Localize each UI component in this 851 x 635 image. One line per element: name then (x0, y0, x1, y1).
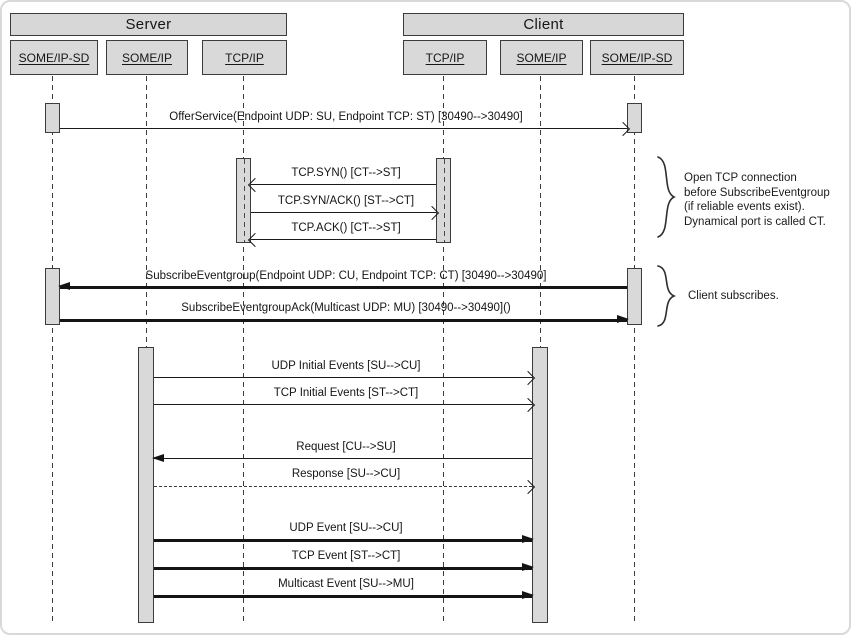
lifeline-head-client-tcp-ip: TCP/IP (403, 40, 487, 75)
note-line: before SubscribeEventgroup (684, 186, 830, 199)
lifeline-head-client-some-ip-sd: SOME/IP-SD (590, 40, 684, 75)
message-arrow-udp-event (154, 535, 534, 543)
activation-events-server (138, 347, 154, 623)
lifeline-head-label: TCP/IP (425, 50, 465, 65)
message-arrow-tcp-ack (247, 232, 436, 248)
message-arrow-request (152, 454, 532, 462)
note-client-subscribes: Client subscribes. (688, 289, 779, 304)
message-arrow-tcp-initial-events (154, 397, 536, 413)
activation-subscribe-server (45, 268, 60, 325)
message-arrow-multicast-event (154, 591, 534, 599)
curly-brace-icon (657, 265, 677, 327)
note-line: Open TCP connection (684, 172, 797, 184)
client-header: Client (403, 13, 684, 36)
client-title: Client (523, 16, 564, 33)
message-label-subscribe-eventgroup-ack: SubscribeEventgroupAck(Multicast UDP: MU… (181, 302, 511, 314)
activation-offer-client (627, 103, 642, 133)
message-arrow-tcp-event (154, 563, 534, 571)
lifeline-dash-overlay (243, 159, 245, 242)
message-label-offer-service: OfferService(Endpoint UDP: SU, Endpoint … (169, 111, 523, 123)
curly-brace-icon (657, 156, 676, 238)
message-arrow-subscribe-eventgroup (58, 282, 627, 290)
message-label-tcp-event: TCP Event [ST-->CT] (291, 550, 401, 562)
activation-tcp-client (436, 158, 451, 243)
lifeline-server-some-ip-sd (52, 76, 53, 625)
lifeline-head-label: TCP/IP (225, 50, 264, 65)
note-tcp-connection: Open TCP connection before SubscribeEven… (684, 171, 830, 229)
message-arrow-offer-service (60, 121, 631, 137)
lifeline-head-client-some-ip: SOME/IP (500, 40, 583, 75)
lifeline-head-label: SOME/IP-SD (601, 50, 673, 65)
arrowhead-filled-right-icon (522, 535, 534, 543)
lifeline-head-label: SOME/IP (516, 50, 567, 65)
server-title: Server (125, 16, 172, 33)
server-header: Server (10, 13, 287, 36)
message-label-multicast-event: Multicast Event [SU-->MU] (278, 578, 414, 590)
note-line: (if reliable events exist). (684, 201, 805, 213)
lifeline-head-server-tcp-ip: TCP/IP (202, 40, 287, 75)
lifeline-head-server-some-ip: SOME/IP (106, 40, 188, 75)
message-label-response: Response [SU-->CU] (291, 468, 401, 480)
message-label-udp-initial-events: UDP Initial Events [SU-->CU] (271, 360, 421, 372)
activation-offer-server (45, 103, 60, 133)
arrowhead-filled-right-icon (522, 591, 534, 599)
lifeline-client-tcp-ip (443, 76, 444, 625)
arrowhead-filled-right-icon (617, 315, 629, 323)
lifeline-client-some-ip-sd (634, 76, 635, 625)
message-label-udp-event: UDP Event [SU-->CU] (289, 522, 403, 534)
arrowhead-filled-left-icon (58, 282, 70, 290)
arrowhead-filled-right-icon (522, 563, 534, 571)
note-line: Dynamical port is called CT. (684, 215, 826, 228)
message-arrow-udp-initial-events (154, 370, 536, 386)
message-arrow-tcp-syn (247, 177, 436, 193)
message-arrow-subscribe-eventgroup-ack (60, 315, 629, 323)
lifeline-head-label: SOME/IP (121, 50, 172, 65)
message-label-tcp-syn-ack: TCP.SYN/ACK() [ST-->CT] (277, 195, 415, 207)
note-line: Client subscribes. (688, 290, 779, 302)
activation-subscribe-client (627, 268, 642, 325)
message-label-subscribe-eventgroup: SubscribeEventgroup(Endpoint UDP: CU, En… (145, 270, 547, 282)
lifeline-head-server-some-ip-sd: SOME/IP-SD (10, 40, 98, 75)
message-arrow-tcp-syn-ack (251, 205, 440, 221)
message-arrow-response (154, 479, 536, 495)
lifeline-server-tcp-ip (243, 76, 244, 625)
lifeline-dash-overlay (443, 159, 445, 242)
message-label-tcp-ack: TCP.ACK() [CT-->ST] (291, 222, 401, 234)
activation-tcp-server (236, 158, 251, 243)
message-label-tcp-initial-events: TCP Initial Events [ST-->CT] (273, 387, 419, 399)
message-label-request: Request [CU-->SU] (296, 441, 396, 453)
arrowhead-filled-left-icon (152, 454, 164, 462)
activation-events-client (532, 347, 548, 623)
lifeline-head-label: SOME/IP-SD (18, 50, 90, 65)
message-label-tcp-syn: TCP.SYN() [CT-->ST] (291, 167, 401, 179)
